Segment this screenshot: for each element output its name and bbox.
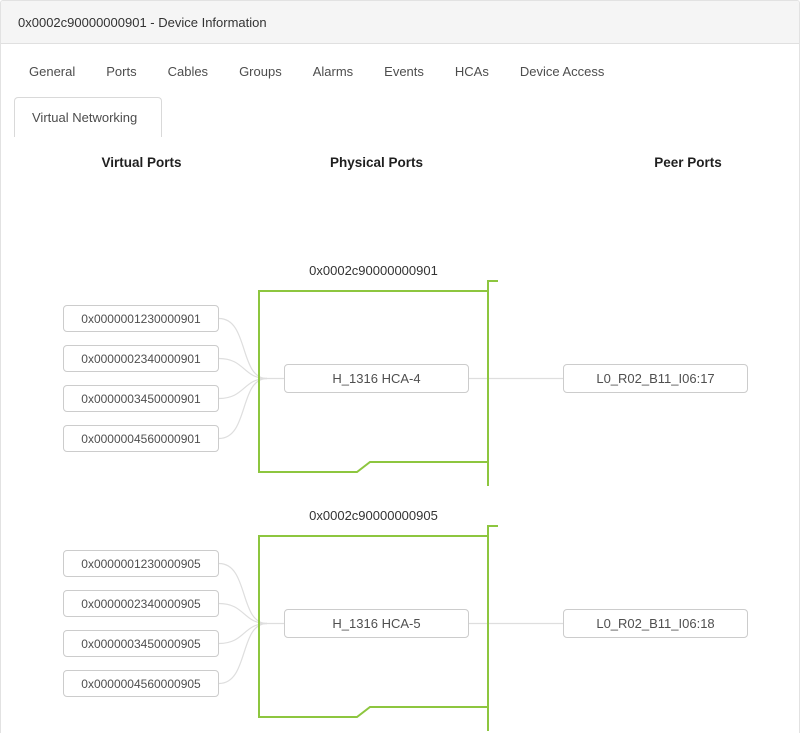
tab-alarms[interactable]: Alarms <box>312 64 354 79</box>
tab-virtual-networking-label: Virtual Networking <box>32 110 138 125</box>
vport-link-curve <box>218 602 268 625</box>
tab-cables[interactable]: Cables <box>167 64 209 79</box>
tab-groups[interactable]: Groups <box>239 64 282 79</box>
tab-general[interactable]: General <box>29 64 76 79</box>
tab-virtual-networking[interactable]: Virtual Networking <box>14 97 162 137</box>
peer-port-box[interactable]: L0_R02_B11_I06:17 <box>563 364 748 393</box>
device-chassis-group <box>258 280 498 731</box>
column-header-peer-ports: Peer Ports <box>654 155 722 170</box>
virtual-port-box[interactable]: 0x0000004560000905 <box>63 670 219 697</box>
tab-bar: General Ports Cables Groups Alarms Event… <box>29 64 789 79</box>
vport-link-curve <box>218 357 268 380</box>
tab-hcas[interactable]: HCAs <box>454 64 489 79</box>
dialog-titlebar: 0x0002c90000000901 - Device Information <box>1 1 799 44</box>
column-header-physical-ports: Physical Ports <box>329 155 424 170</box>
virtual-port-box[interactable]: 0x0000003450000905 <box>63 630 219 657</box>
device-guid-label: 0x0002c90000000901 <box>309 263 438 278</box>
virtual-port-box[interactable]: 0x0000001230000901 <box>63 305 219 332</box>
virtual-port-box[interactable]: 0x0000002340000901 <box>63 345 219 372</box>
virtual-port-box[interactable]: 0x0000002340000905 <box>63 590 219 617</box>
dialog-title: 0x0002c90000000901 - Device Information <box>18 14 267 30</box>
tab-events[interactable]: Events <box>384 64 424 79</box>
peer-port-box[interactable]: L0_R02_B11_I06:18 <box>563 609 748 638</box>
physical-port-box[interactable]: H_1316 HCA-4 <box>284 364 469 393</box>
chassis-outline <box>258 290 488 473</box>
chassis-right-bracket <box>487 280 498 486</box>
tab-ports[interactable]: Ports <box>106 64 137 79</box>
physical-port-box[interactable]: H_1316 HCA-5 <box>284 609 469 638</box>
chassis-right-bracket <box>487 525 498 731</box>
virtual-port-box[interactable]: 0x0000004560000901 <box>63 425 219 452</box>
virtual-port-box[interactable]: 0x0000003450000901 <box>63 385 219 412</box>
virtual-port-box[interactable]: 0x0000001230000905 <box>63 550 219 577</box>
tab-device-access[interactable]: Device Access <box>519 64 605 79</box>
device-guid-label: 0x0002c90000000905 <box>309 508 438 523</box>
column-header-virtual-ports: Virtual Ports <box>101 155 182 170</box>
chassis-outline <box>258 535 488 718</box>
